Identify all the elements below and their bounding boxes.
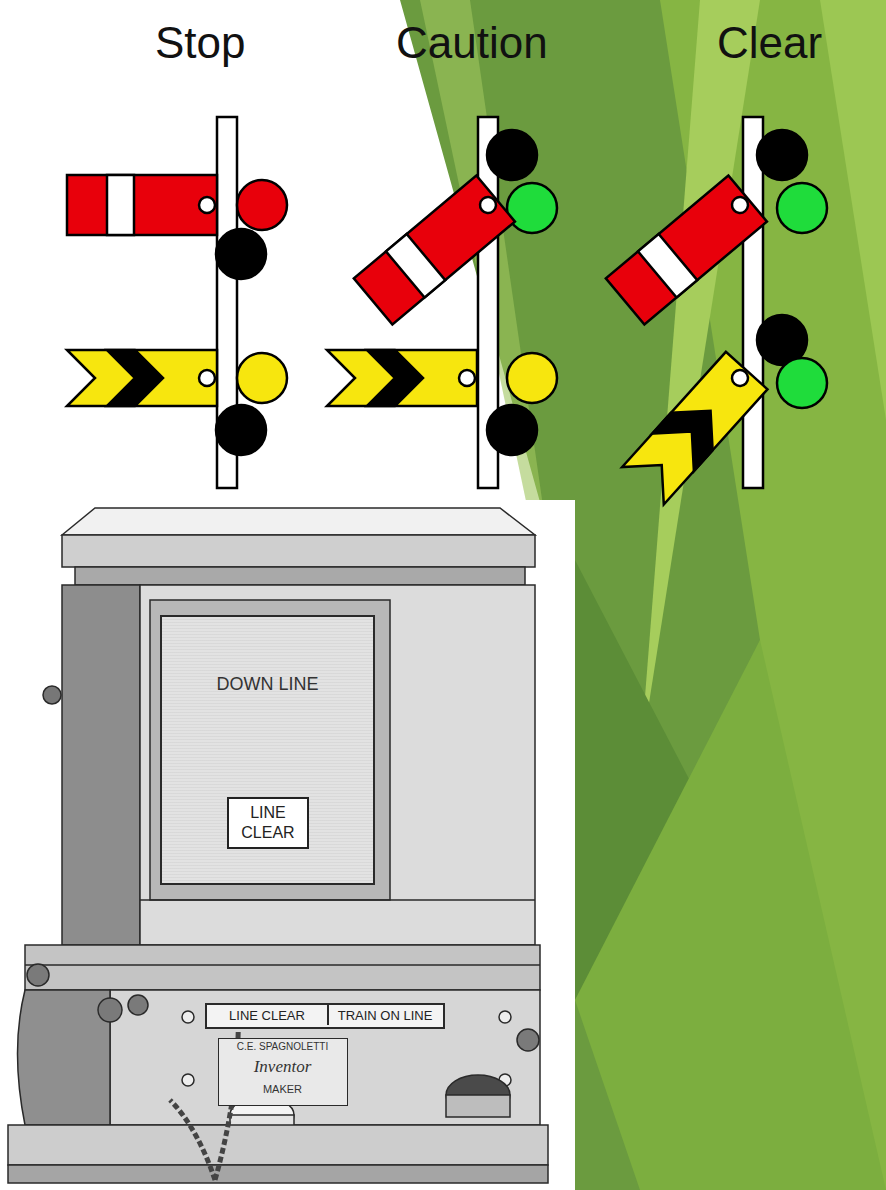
node-text: TRAIN ON LINE bbox=[327, 1005, 441, 1025]
signal-aspect-label: Caution bbox=[396, 18, 548, 68]
name-plate: LINE CLEARTRAIN ON LINE bbox=[205, 1003, 445, 1029]
maker-plate: C.E. SPAGNOLETTI InventorMAKER bbox=[218, 1038, 348, 1106]
engraving-backing bbox=[0, 500, 575, 1190]
node-text: DOWN LINE bbox=[162, 673, 373, 695]
clear-signal bbox=[606, 117, 827, 504]
node-text: MAKER bbox=[219, 1083, 346, 1096]
node-text: LINE CLEAR bbox=[229, 803, 307, 843]
caution-signal bbox=[327, 117, 557, 488]
stop-signal bbox=[67, 117, 287, 488]
block-instrument bbox=[8, 508, 548, 1183]
signal-aspect-label: Clear bbox=[717, 18, 822, 68]
node-text: Inventor bbox=[219, 1057, 346, 1077]
signal-aspect-label: Stop bbox=[155, 18, 246, 68]
instrument-face-panel: DOWN LINE LINE CLEAR bbox=[160, 615, 375, 885]
node-text: LINE CLEAR bbox=[211, 1008, 323, 1024]
indicator-card: LINE CLEAR bbox=[227, 797, 309, 849]
node-text: C.E. SPAGNOLETTI bbox=[219, 1041, 346, 1053]
